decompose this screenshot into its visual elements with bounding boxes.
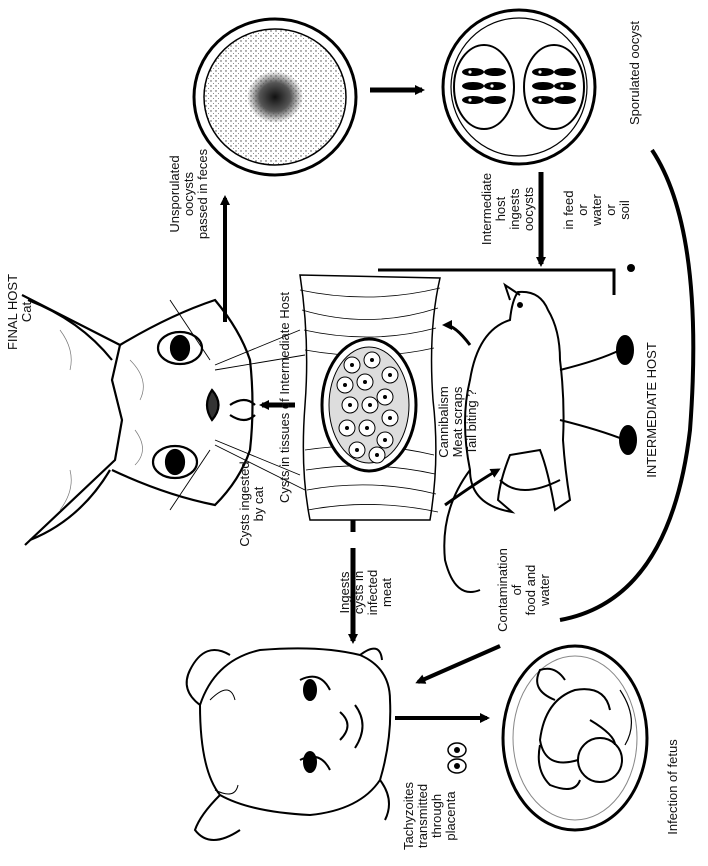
label-line: or <box>604 175 618 245</box>
label-line: Infection of fetus <box>666 728 680 846</box>
label-line: transmitted <box>416 766 430 866</box>
label-ingests-cysts: Ingests cysts in infected meat <box>338 545 394 640</box>
label-cannibalism: Cannibalism Meat scraps Tail biting ? <box>437 352 479 492</box>
label-line: Unsporulated <box>168 125 182 263</box>
label-line: ingests <box>508 170 522 248</box>
label-contamination: Contamination of food and water <box>496 540 552 640</box>
label-unsporulated: Unsporulated oocysts passed in feces <box>168 125 210 263</box>
label-line: Cat <box>20 272 34 352</box>
label-line: water <box>590 175 604 245</box>
cannibalism-arrow-to-cyst <box>445 325 470 345</box>
label-line: in feed <box>562 175 576 245</box>
label-cysts-ingested: Cysts ingested by cat <box>238 448 266 560</box>
label-line: cysts in <box>352 545 366 640</box>
label-line: food and <box>524 540 538 640</box>
label-line: of <box>510 540 524 640</box>
sporulated-oocyst-icon <box>443 10 595 164</box>
label-tachyzoites: Tachyzoites transmitted through placenta <box>402 766 458 866</box>
label-line: Ingests <box>338 545 352 640</box>
label-line: by cat <box>252 448 266 560</box>
label-final-host: FINAL HOST Cat <box>6 272 34 352</box>
label-line: oocysts <box>522 170 536 248</box>
label-line: infected <box>366 545 380 640</box>
label-line: meat <box>380 545 394 640</box>
label-intermediate-host: INTERMEDIATE HOST <box>645 320 659 500</box>
label-line: Meat scraps <box>451 352 465 492</box>
label-line: Cannibalism <box>437 352 451 492</box>
label-intermediate-ingests: Intermediate host ingests oocysts <box>480 170 536 248</box>
label-sporulated-oocyst: Sporulated oocyst <box>628 3 642 143</box>
tissue-cyst-icon <box>300 275 440 520</box>
label-line: Tachyzoites <box>402 766 416 866</box>
label-line: passed in feces <box>196 125 210 263</box>
soil-particle <box>627 264 635 272</box>
label-line: host <box>494 170 508 248</box>
unsporulated-oocyst-icon <box>194 19 356 175</box>
label-cysts-in-tissues: Cysts in tissues of Intermediate Host <box>278 260 292 535</box>
label-line: Cysts in tissues of Intermediate Host <box>278 260 292 535</box>
label-line: through <box>430 766 444 866</box>
woman-face-icon <box>187 648 391 840</box>
label-line: or <box>576 175 590 245</box>
label-line: FINAL HOST <box>6 272 20 352</box>
soil-bracket <box>378 270 614 295</box>
label-line: placenta <box>444 766 458 866</box>
label-line: Intermediate <box>480 170 494 248</box>
label-line: soil <box>618 175 632 245</box>
label-line: oocysts <box>182 125 196 263</box>
label-infection-of-fetus: Infection of fetus <box>666 728 680 846</box>
fetus-in-womb-icon <box>503 646 647 830</box>
label-feed-water-soil: in feed or water or soil <box>562 175 632 245</box>
label-line: Contamination <box>496 540 510 640</box>
contamination-arrow <box>418 646 500 682</box>
label-line: Cysts ingested <box>238 448 252 560</box>
label-line: INTERMEDIATE HOST <box>645 320 659 500</box>
label-line: Sporulated oocyst <box>628 3 642 143</box>
label-line: Tail biting ? <box>465 352 479 492</box>
label-line: water <box>538 540 552 640</box>
